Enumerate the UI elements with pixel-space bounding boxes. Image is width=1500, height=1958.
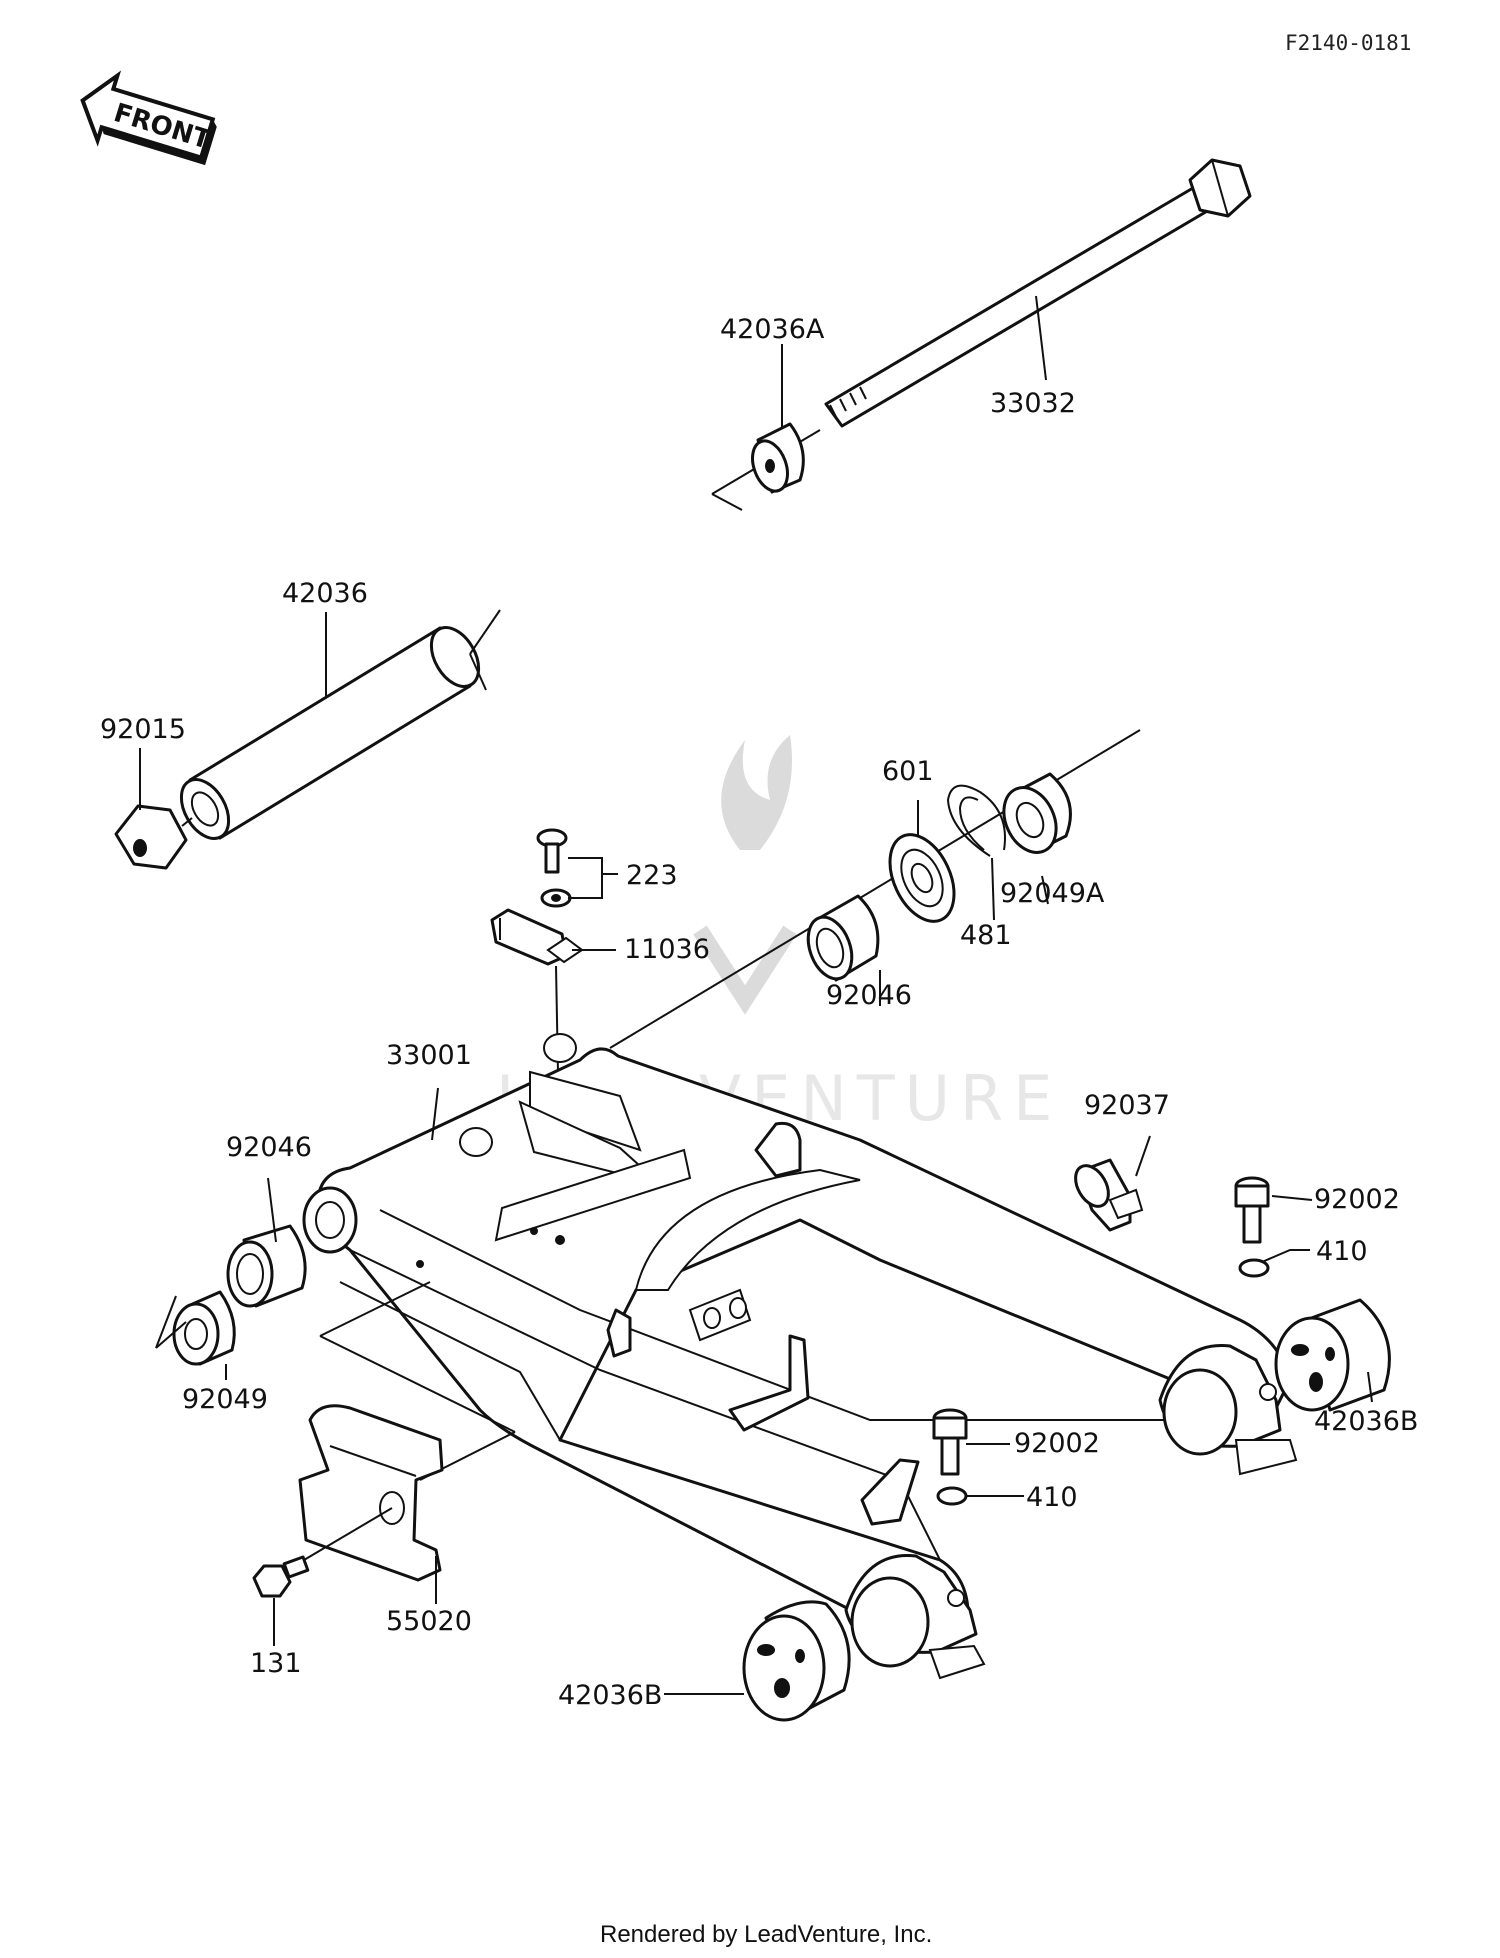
- washer-410-lower: [936, 1486, 968, 1506]
- part-label: 92015: [100, 714, 186, 745]
- axle-clamp-left: [844, 1553, 986, 1680]
- part-label: 481: [960, 920, 1012, 951]
- footer-credit: Rendered by LeadVenture, Inc.: [600, 1921, 932, 1948]
- washer-410-upper: [1238, 1258, 1270, 1278]
- front-arrow-icon: FRONT: [80, 70, 217, 166]
- axle-bolt-33032: [824, 158, 1252, 428]
- bolt-92002-upper: [1234, 1176, 1270, 1244]
- needle-bearing-92046-lower: [226, 1224, 307, 1308]
- circlip-481: [946, 784, 1006, 857]
- part-label: 92049: [182, 1384, 268, 1415]
- part-label: 410: [1026, 1482, 1078, 1513]
- part-label: 92046: [826, 980, 912, 1011]
- needle-bearing-92046-upper: [806, 894, 880, 982]
- part-label: 42036B: [558, 1680, 662, 1711]
- sleeve-42036: [179, 626, 481, 840]
- bushing-42036B-upper: [1274, 1298, 1391, 1412]
- screw-223: [536, 828, 572, 908]
- part-label: 410: [1316, 1236, 1368, 1267]
- part-label: 601: [882, 756, 934, 787]
- ball-bearing-601: [888, 833, 956, 923]
- part-labels: 42036A 33032 42036 92015 601 223 11036 9…: [100, 314, 1418, 1711]
- part-label: 92037: [1084, 1090, 1170, 1121]
- part-label: 131: [250, 1648, 302, 1679]
- clip-92037: [1074, 1158, 1144, 1232]
- oil-seal-92049: [172, 1290, 236, 1366]
- part-label: 33001: [386, 1040, 472, 1071]
- bracket-11036: [490, 908, 584, 966]
- part-label: 223: [626, 860, 678, 891]
- chain-guide-55020: [298, 1404, 444, 1582]
- part-label: 92049A: [1000, 878, 1105, 909]
- part-label: 11036: [624, 934, 710, 965]
- swingarm-33001: [302, 1033, 1292, 1642]
- bolt-92002-lower: [932, 1408, 968, 1476]
- oil-seal-92049A: [1002, 772, 1072, 854]
- part-label: 33032: [990, 388, 1076, 419]
- bushing-42036B-lower: [742, 1600, 851, 1722]
- collar-42036A: [751, 422, 805, 494]
- part-label: 42036A: [720, 314, 825, 345]
- axle-clamp-right: [1158, 1343, 1298, 1476]
- part-label: 92002: [1314, 1184, 1400, 1215]
- part-label: 42036B: [1314, 1406, 1418, 1437]
- diagram-code: F2140-0181: [1285, 31, 1411, 55]
- part-label: 55020: [386, 1606, 472, 1637]
- part-label: 92046: [226, 1132, 312, 1163]
- bolt-131: [252, 1555, 310, 1598]
- leader-lines: [139, 295, 1373, 1695]
- nut-92015: [114, 804, 188, 870]
- part-label: 92002: [1014, 1428, 1100, 1459]
- part-label: 42036: [282, 578, 368, 609]
